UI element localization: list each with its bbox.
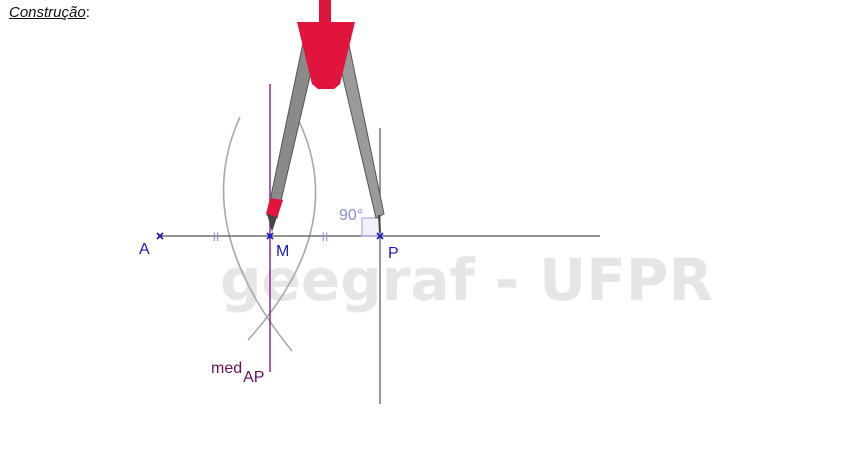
point-a-label: A (139, 241, 150, 258)
point-m-label: M (276, 243, 289, 260)
heading-word: Construção (9, 4, 86, 21)
compass-icon (266, 0, 385, 234)
compass-needle (378, 214, 381, 234)
compass-head (297, 22, 355, 89)
point-m-marker (266, 232, 274, 240)
point-a-marker (156, 232, 164, 240)
compass-pencil-holder (266, 198, 283, 218)
bisector-label-sub: AP (243, 369, 264, 386)
heading-colon: : (85, 4, 90, 21)
bisector-label: medAP (211, 360, 264, 386)
compass-pencil-tip (267, 214, 277, 232)
arc-right (247, 116, 317, 341)
arc-left (222, 116, 293, 352)
bisector-label-main: med (211, 360, 242, 377)
point-p-label: P (388, 245, 399, 262)
construction-heading: Construção: (9, 4, 90, 21)
tick-mark-mp: II (322, 230, 329, 244)
watermark-text: geegraf - UFPR (220, 246, 713, 314)
point-p-marker (376, 232, 384, 240)
tick-mark-am: II (213, 230, 220, 244)
angle-label: 90° (339, 207, 363, 224)
compass-handle (319, 0, 331, 24)
